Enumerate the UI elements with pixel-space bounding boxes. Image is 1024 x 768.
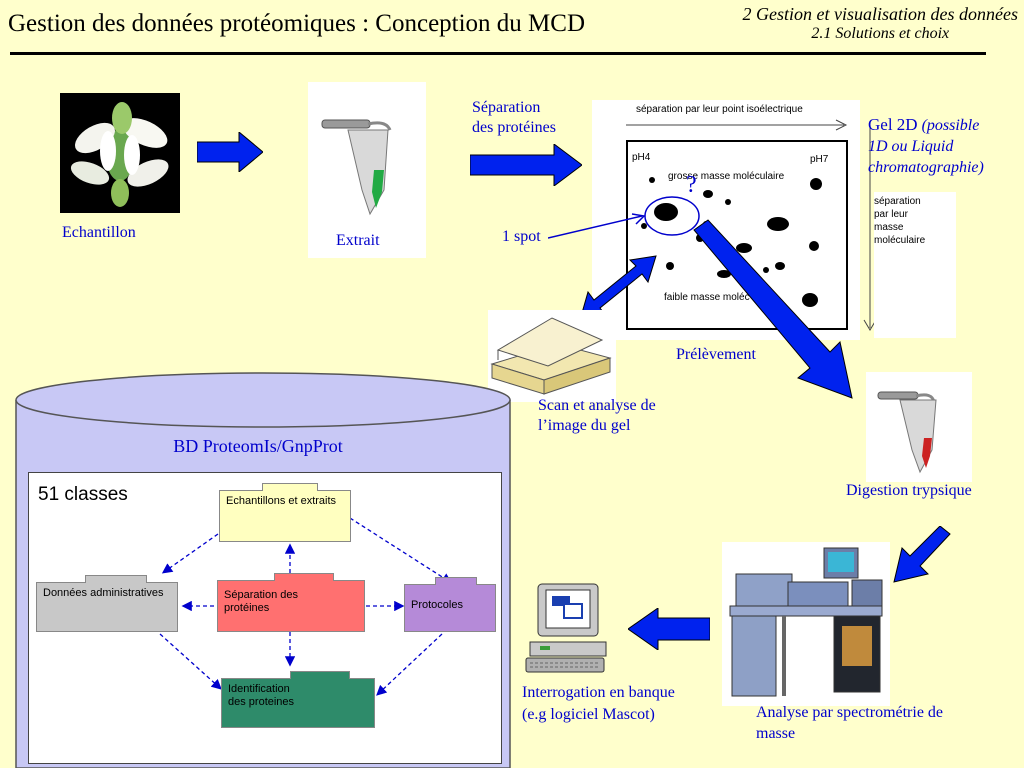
tube-green-icon	[321, 119, 392, 216]
box-echantillons-tab	[262, 483, 318, 491]
gel-mass-low: faible masse moléc	[664, 292, 750, 303]
classes-count: 51 classes	[38, 484, 128, 505]
spectrometer-icon	[729, 547, 883, 697]
box-protocoles-label: Protocoles	[411, 599, 463, 611]
gel-side-label: séparation par leur masse moléculaire	[874, 192, 956, 338]
section-line-2: 2.1 Solutions et choix	[811, 25, 950, 42]
flower-image	[60, 93, 180, 213]
gel-frame	[626, 140, 848, 330]
box-separation: Séparation des protéines	[217, 573, 365, 632]
computer-icon	[525, 583, 607, 673]
box-admin-tab	[85, 575, 147, 583]
gel-label-line-3: chromatographie)	[868, 157, 984, 178]
section-line-1: 2 Gestion et visualisation des données	[742, 4, 1018, 24]
box-echantillons: Echantillons et extraits	[219, 483, 351, 542]
database-title: BD ProteomIs/GnpProt	[173, 436, 343, 456]
scan-line-1: Scan et analyse de	[538, 397, 656, 414]
scanner-icon	[490, 317, 612, 395]
side-line-1: séparation	[874, 196, 921, 207]
gel-title: Gel 2D	[868, 115, 918, 134]
arrow-left	[628, 608, 710, 650]
slide-title: Gestion des données protéomiques : Conce…	[8, 10, 586, 37]
gel-ph-left: pH4	[632, 152, 651, 163]
spectro-line-2: masse	[756, 725, 796, 742]
box-protocoles: Protocoles	[404, 577, 496, 632]
gel-mass-high: grosse masse moléculaire	[668, 171, 785, 182]
box-identification-tab	[290, 671, 350, 679]
box-admin: Données administratives	[36, 575, 178, 632]
box-protocoles-tab	[435, 577, 477, 585]
gel-top-label: séparation par leur point isoélectrique	[636, 104, 803, 115]
label-1-spot: 1 spot	[502, 228, 541, 245]
label-interrogation: Interrogation en banque (e.g logiciel Ma…	[522, 682, 675, 726]
question-mark: ?	[686, 172, 697, 198]
section-heading: 2 Gestion et visualisation des données 2…	[743, 4, 1018, 44]
gel-italic-3: chromatographie)	[868, 159, 984, 176]
box-identification: Identification des proteines	[221, 671, 375, 728]
gel-ph-right: pH7	[810, 154, 829, 165]
model-connectors	[159, 517, 453, 696]
side-line-3: masse	[874, 222, 904, 233]
box-separation-tab	[274, 573, 334, 581]
title-rule	[10, 52, 986, 55]
spectro-line-1: Analyse par spectrométrie de	[756, 704, 944, 721]
label-spectro: Analyse par spectrométrie de masse	[756, 702, 943, 744]
label-prelevement: Prélèvement	[676, 346, 756, 363]
tube-red-icon	[877, 391, 937, 474]
arrow-diagonal-spectro	[893, 526, 951, 583]
arrow-diagonal-prelevement	[693, 219, 853, 399]
gel-italic-1: (possible	[921, 117, 980, 134]
spot-pointer-line	[548, 213, 646, 239]
label-digestion: Digestion trypsique	[846, 482, 972, 499]
label-scan: Scan et analyse de l’image du gel	[538, 396, 656, 436]
gel-top-arrow	[626, 119, 848, 131]
side-line-2: par leur	[874, 209, 908, 220]
box-echantillons-label: Echantillons et extraits	[226, 495, 337, 507]
scan-line-2: l’image du gel	[538, 417, 631, 434]
box-identification-line-1: Identification	[228, 683, 290, 695]
label-extrait: Extrait	[336, 232, 380, 249]
side-line-4: moléculaire	[874, 235, 926, 246]
arrow-right-1	[197, 132, 263, 172]
box-separation-line-1: Séparation des	[224, 589, 298, 601]
label-gel: Gel 2D (possible 1D ou Liquid chromatogr…	[868, 114, 984, 178]
gel-label-line-2: 1D ou Liquid	[868, 136, 984, 157]
arrow-right-2	[470, 144, 582, 186]
label-echantillon: Echantillon	[62, 224, 136, 241]
interro-line-1: Interrogation en banque	[522, 684, 675, 701]
gel-italic-2: 1D ou Liquid	[868, 138, 954, 155]
box-separation-line-2: protéines	[224, 602, 270, 614]
separation-line-2: des protéines	[472, 119, 556, 136]
label-separation: Séparation des protéines	[472, 98, 556, 138]
interro-line-2: (e.g logiciel Mascot)	[522, 706, 655, 723]
box-admin-label: Données administratives	[43, 587, 164, 599]
gel-label-line-1: Gel 2D (possible	[868, 114, 984, 136]
box-identification-line-2: des proteines	[228, 696, 295, 708]
separation-line-1: Séparation	[472, 99, 541, 116]
